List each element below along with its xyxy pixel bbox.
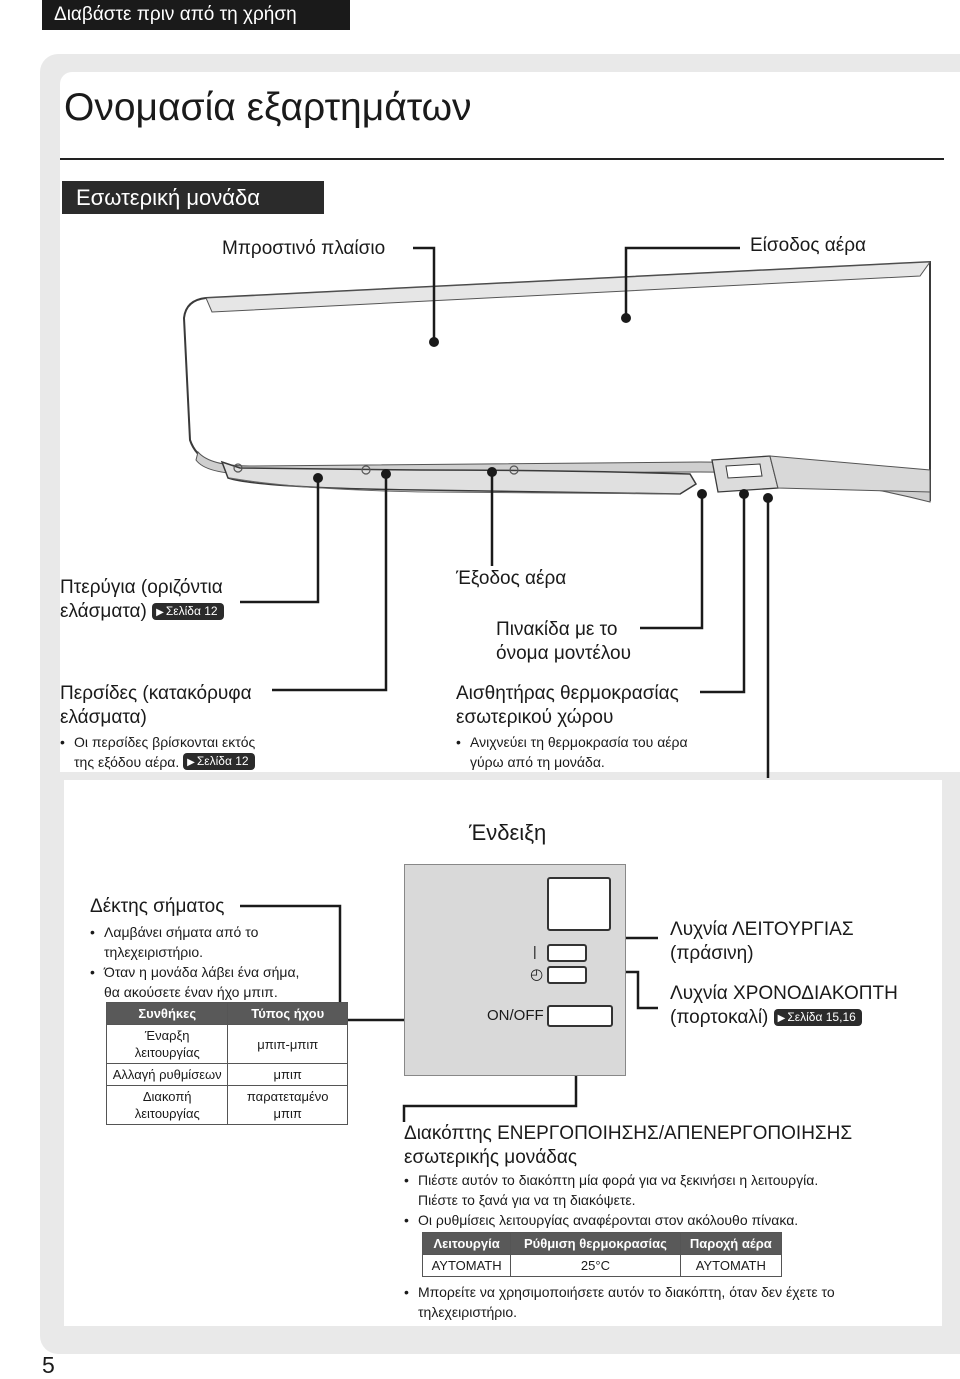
header-tab: Διαβάστε πριν από τη χρήση	[42, 0, 350, 30]
table-row: Έναρξη λειτουργίας μπιπ-μπιπ	[105, 1024, 348, 1064]
display-panel: | ◴ ON/OFF	[404, 864, 626, 1076]
timer-page-ref: ▶Σελίδα 15,16	[773, 1009, 862, 1026]
table-cell: Διακοπή λειτουργίας	[105, 1085, 229, 1125]
front-panel-label: Μπροστινό πλαίσιο	[222, 238, 386, 259]
table-cell: ΑΥΤΟΜΑΤΗ	[421, 1254, 512, 1277]
table-cell: Αλλαγή ρυθμίσεων	[105, 1063, 229, 1086]
timer-clock-icon: ◴	[530, 966, 544, 983]
air-inlet-label: Είσοδος αέρα	[750, 235, 867, 256]
louvers-label: Περσίδες (κατακόρυφα ελάσματα)	[60, 683, 252, 728]
temp-sensor-note: •Ανιχνεύει τη θερμοκρασία του αέρα γύρω …	[456, 734, 688, 770]
switch-notes: •Πιέστε αυτόν το διακόπτη μία φορά για ν…	[404, 1172, 819, 1228]
operation-lamp-label: Λυχνία ΛΕΙΤΟΥΡΓΙΑΣ (πράσινη)	[670, 919, 854, 964]
table-cell: παρατεταμένο μπιπ	[227, 1085, 348, 1125]
settings-table-header: Λειτουργία	[421, 1232, 512, 1255]
display-title: Ένδειξη	[469, 820, 547, 845]
flaps-label: Πτερύγια (οριζόντια ελάσματα) ▶Σελίδα 12	[60, 577, 224, 622]
table-row: ΑΥΤΟΜΑΤΗ 25°C ΑΥΤΟΜΑΤΗ	[421, 1254, 783, 1277]
page-title: Ονομασία εξαρτημάτων	[64, 86, 472, 129]
settings-table-header: Ρύθμιση θερμοκρασίας	[510, 1232, 681, 1255]
sound-table: Συνθήκες Τύπος ήχου Έναρξη λειτουργίας μ…	[105, 1002, 348, 1125]
table-cell: Έναρξη λειτουργίας	[105, 1024, 229, 1064]
switch-remote-note: •Μπορείτε να χρησιμοποιήσετε αυτόν το δι…	[404, 1284, 835, 1320]
receiver-title: Δέκτης σήματος	[90, 896, 225, 917]
receiver-notes: •Λαμβάνει σήματα από το τηλεχειριστήριο.…	[90, 924, 300, 1000]
table-row: Αλλαγή ρυθμίσεων μπιπ	[105, 1063, 348, 1086]
table-cell: ΑΥΤΟΜΑΤΗ	[679, 1254, 783, 1277]
temp-sensor-label: Αισθητήρας θερμοκρασίας εσωτερικού χώρου	[456, 683, 679, 728]
indoor-unit-illustration	[182, 246, 932, 778]
louvers-page-ref: ▶Σελίδα 12	[183, 753, 255, 770]
table-cell: μπιπ-μπιπ	[227, 1024, 348, 1064]
switch-title: Διακόπτης ΕΝΕΡΓΟΠΟΙΗΣΗΣ/ΑΠΕΝΕΡΓΟΠΟΙΗΣΗΣ …	[404, 1123, 853, 1168]
onoff-label: ON/OFF	[487, 1007, 544, 1024]
settings-table-header: Παροχή αέρα	[679, 1232, 783, 1255]
operation-lamp	[547, 944, 587, 962]
settings-table: Λειτουργία Ρύθμιση θερμοκρασίας Παροχή α…	[421, 1232, 783, 1277]
sound-table-header: Τύπος ήχου	[227, 1002, 348, 1025]
section-title: Εσωτερική μονάδα	[62, 181, 324, 214]
air-outlet-label: Έξοδος αέρα	[456, 568, 567, 589]
page-number: 5	[42, 1352, 55, 1378]
title-rule	[60, 158, 944, 160]
table-cell: 25°C	[510, 1254, 681, 1277]
onoff-switch[interactable]	[547, 1005, 613, 1027]
operation-lamp-symbol: |	[533, 943, 537, 959]
louvers-note: •Οι περσίδες βρίσκονται εκτός της εξόδου…	[60, 734, 256, 770]
table-cell: μπιπ	[227, 1063, 348, 1086]
receiver-window	[547, 877, 611, 931]
timer-lamp-label: Λυχνία ΧΡΟΝΟΔΙΑΚΟΠΤΗ (πορτοκαλί) ▶Σελίδα…	[670, 983, 898, 1028]
nameplate-label: Πινακίδα με το όνομα μοντέλου	[496, 619, 632, 664]
flaps-page-ref: ▶Σελίδα 12	[152, 603, 224, 620]
timer-lamp	[547, 966, 587, 984]
table-row: Διακοπή λειτουργίας παρατεταμένο μπιπ	[105, 1085, 348, 1125]
sound-table-header: Συνθήκες	[105, 1002, 229, 1025]
